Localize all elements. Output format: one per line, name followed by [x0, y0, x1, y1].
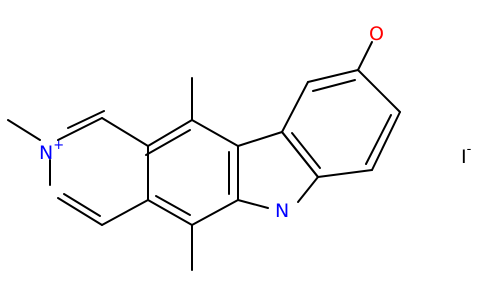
- bond: [317, 169, 373, 178]
- bond: [63, 193, 101, 217]
- bond: [57, 197, 103, 226]
- bond: [291, 132, 321, 169]
- bond: [155, 195, 191, 216]
- bond: [297, 176, 319, 203]
- bond: [312, 79, 356, 92]
- oxygen-label: O: [369, 23, 384, 45]
- bond: [281, 81, 309, 133]
- bond: [281, 131, 319, 178]
- atom-labels: N+ N O I-: [39, 23, 472, 222]
- bond: [101, 199, 149, 226]
- bond: [357, 69, 401, 113]
- bonds: [7, 41, 401, 271]
- bond: [357, 41, 373, 71]
- bond: [307, 69, 359, 83]
- bond: [147, 119, 193, 147]
- iodide-symbol: I: [461, 146, 467, 168]
- bond: [7, 119, 41, 141]
- bond: [371, 111, 401, 171]
- iodide-charge: -: [467, 142, 472, 157]
- bond: [147, 199, 193, 226]
- bond: [57, 117, 103, 141]
- bond: [191, 199, 239, 226]
- bond: [237, 199, 269, 209]
- bond: [191, 119, 239, 147]
- bond: [67, 110, 105, 129]
- bond: [365, 114, 392, 165]
- bond: [101, 117, 149, 147]
- ring-nitrogen-symbol: N: [39, 142, 53, 164]
- ring-nitrogen-label: N+: [39, 138, 64, 164]
- iodide-label: I-: [461, 142, 472, 168]
- indole-nitrogen-label: N: [275, 200, 289, 222]
- ring-nitrogen-charge: +: [53, 138, 64, 153]
- bond: [145, 129, 191, 156]
- bond: [237, 131, 283, 147]
